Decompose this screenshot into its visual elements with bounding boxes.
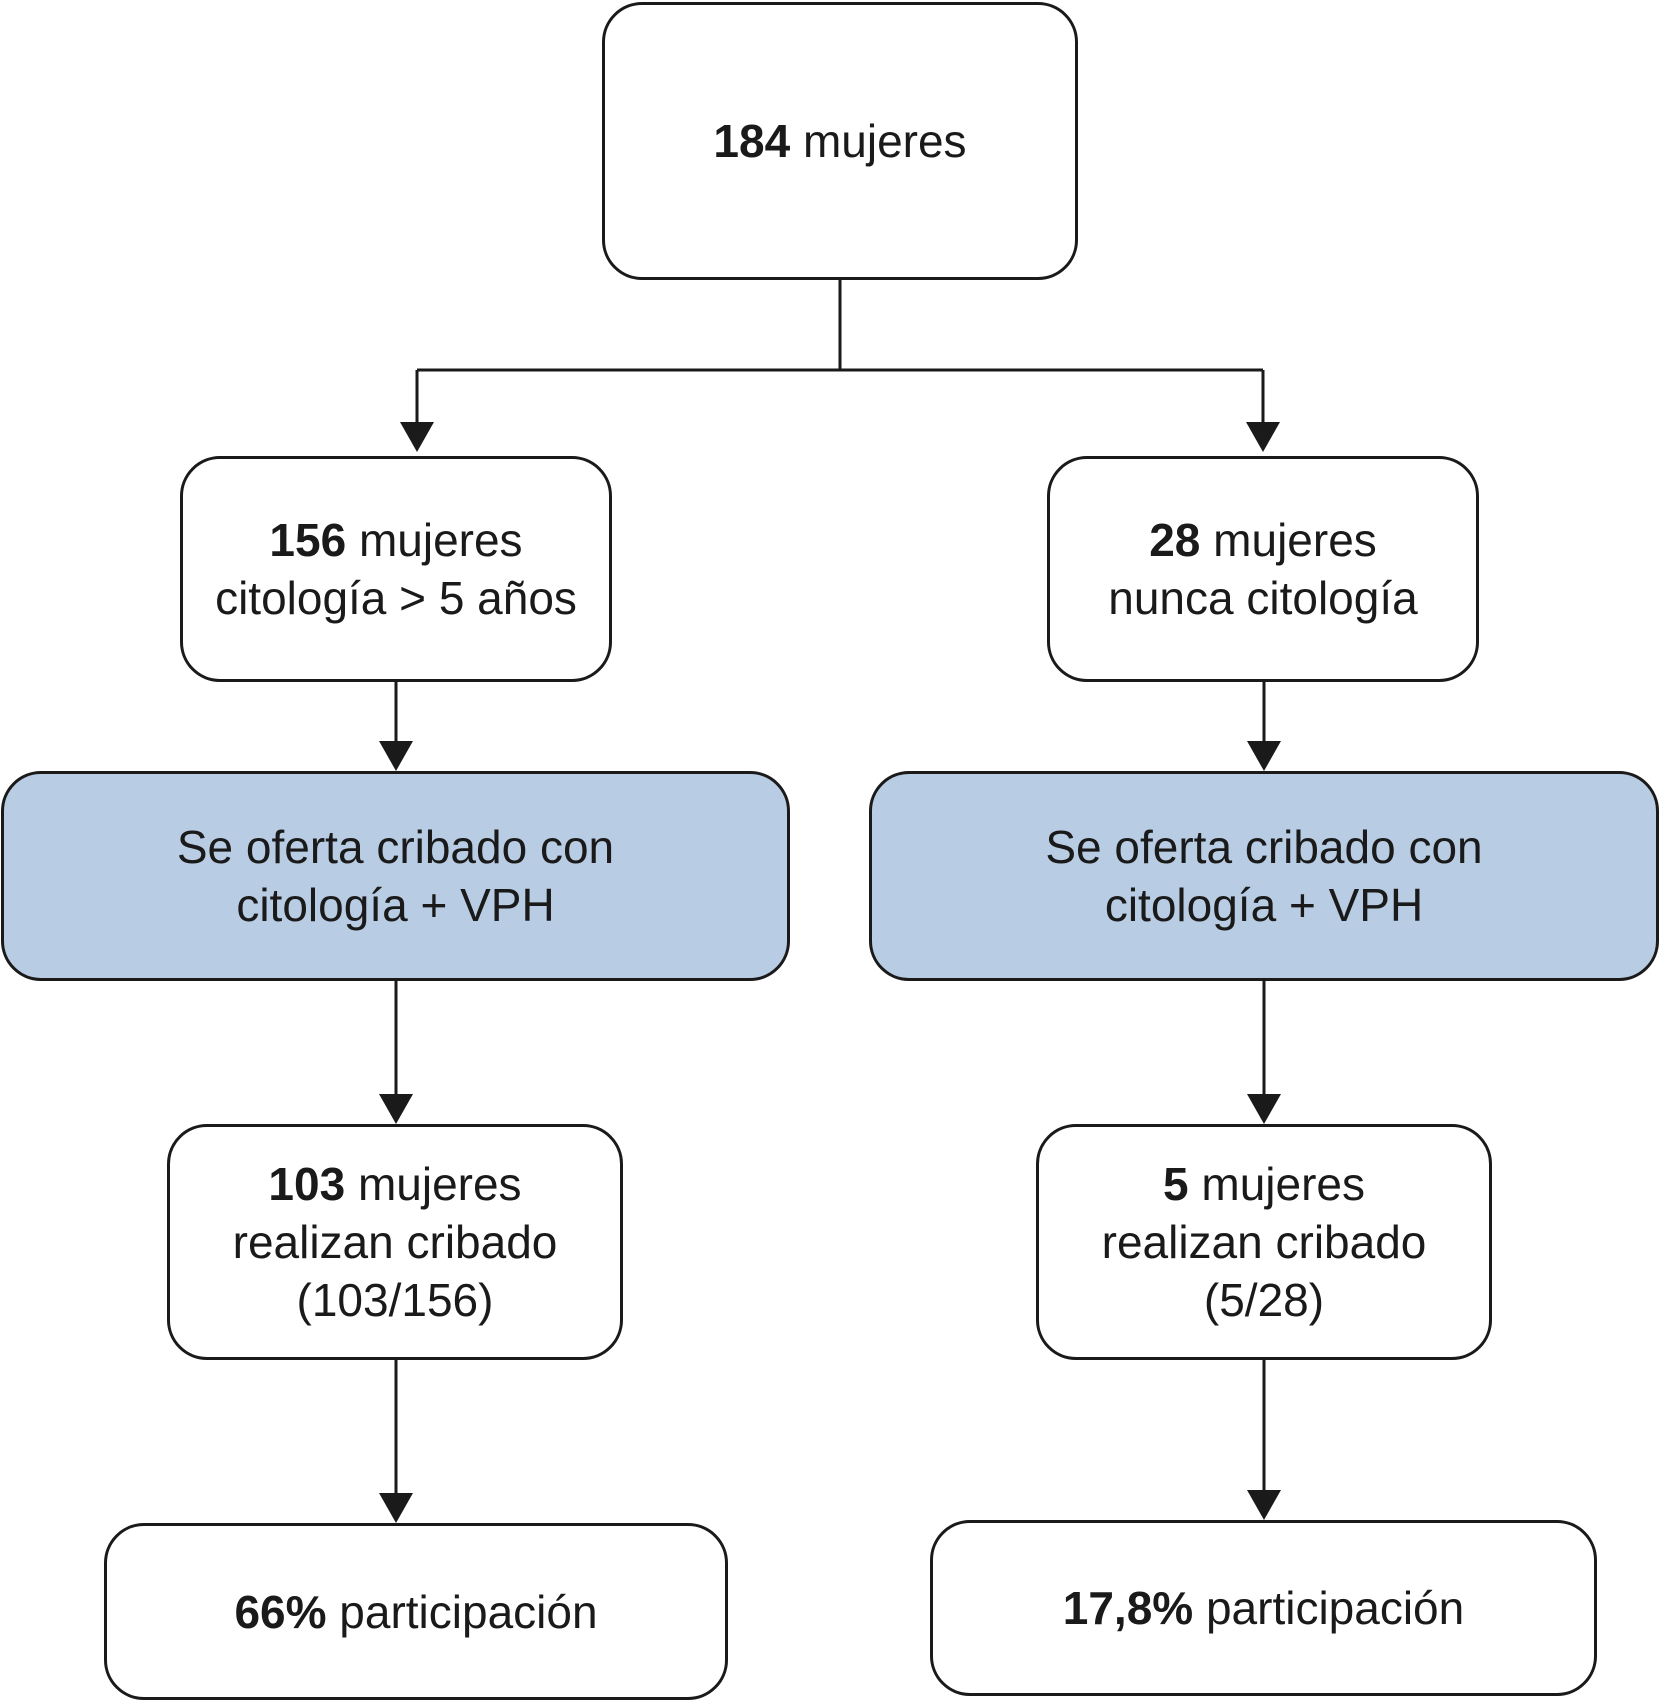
right-group-count-text: mujeres xyxy=(1213,514,1377,566)
arrowhead-icon xyxy=(1247,1490,1281,1520)
left-result-node: 66% participación xyxy=(104,1523,728,1700)
arrowhead-icon xyxy=(1247,741,1281,771)
right-screened-ratio: (5/28) xyxy=(1203,1274,1325,1326)
right-group-count: 28 xyxy=(1149,514,1201,566)
left-offer-line1: Se oferta cribado con xyxy=(176,821,615,873)
left-screened-count-text: mujeres xyxy=(357,1158,522,1210)
left-result-label: 66% participación xyxy=(234,1583,597,1641)
right-screened-line2: realizan cribado xyxy=(1101,1216,1427,1268)
right-result-percentage: 17,8% xyxy=(1062,1582,1194,1634)
left-group-count: 156 xyxy=(269,514,347,566)
arrowhead-icon xyxy=(1246,422,1280,452)
left-group-count-text: mujeres xyxy=(358,514,523,566)
left-offer-line2: citología + VPH xyxy=(236,879,555,931)
root-node: 184 mujeres xyxy=(602,2,1078,280)
right-group-subtitle: nunca citología xyxy=(1108,572,1418,624)
right-screened-count-text: mujeres xyxy=(1201,1158,1365,1210)
left-offer-node: Se oferta cribado con citología + VPH xyxy=(1,771,790,981)
arrowhead-icon xyxy=(379,1094,413,1124)
left-group-node: 156 mujeres citología > 5 años xyxy=(180,456,612,682)
arrowhead-icon xyxy=(379,1493,413,1523)
left-screened-count: 103 xyxy=(268,1158,346,1210)
arrowhead-icon xyxy=(1247,1094,1281,1124)
left-result-text: participación xyxy=(339,1585,598,1638)
right-result-text: participación xyxy=(1205,1582,1465,1634)
left-screened-label: 103 mujeres xyxy=(268,1155,521,1213)
left-screened-ratio: (103/156) xyxy=(296,1274,494,1326)
right-screened-label: 5 mujeres xyxy=(1163,1155,1365,1213)
right-offer-line1: Se oferta cribado con xyxy=(1045,821,1483,873)
left-group-label: 156 mujeres xyxy=(269,511,522,569)
arrowhead-icon xyxy=(379,741,413,771)
root-count-text: mujeres xyxy=(802,115,967,167)
arrowhead-icon xyxy=(400,422,434,452)
left-result-percentage: 66% xyxy=(234,1585,327,1638)
left-screened-node: 103 mujeres realizan cribado (103/156) xyxy=(167,1124,623,1360)
right-group-label: 28 mujeres xyxy=(1149,511,1377,569)
left-screened-line2: realizan cribado xyxy=(232,1216,558,1268)
right-result-node: 17,8% participación xyxy=(930,1520,1597,1696)
right-offer-node: Se oferta cribado con citología + VPH xyxy=(869,771,1659,981)
root-label: 184 mujeres xyxy=(713,112,966,170)
right-result-label: 17,8% participación xyxy=(1063,1579,1464,1637)
right-offer-line2: citología + VPH xyxy=(1104,879,1424,931)
right-screened-node: 5 mujeres realizan cribado (5/28) xyxy=(1036,1124,1492,1360)
right-screened-count: 5 xyxy=(1163,1158,1189,1210)
root-count: 184 xyxy=(713,115,791,167)
right-group-node: 28 mujeres nunca citología xyxy=(1047,456,1479,682)
left-group-subtitle: citología > 5 años xyxy=(215,572,577,624)
